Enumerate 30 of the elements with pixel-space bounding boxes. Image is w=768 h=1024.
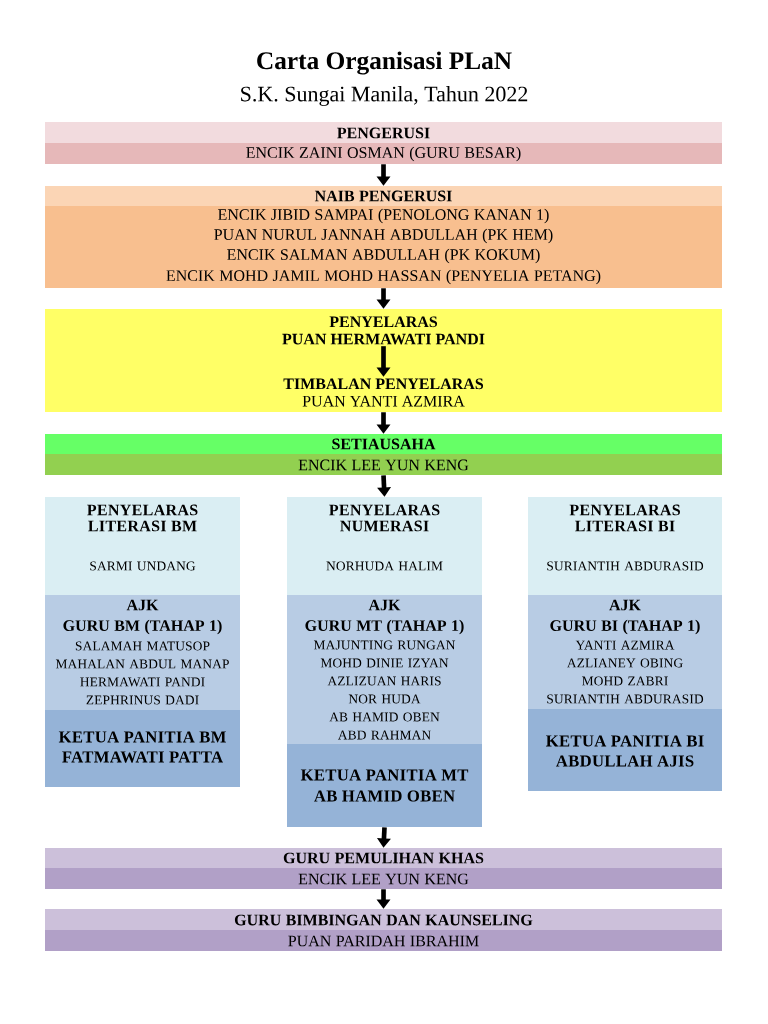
role-text: TIMBALAN PENYELARAS PUAN YANTI AZMIRA (283, 378, 484, 407)
node-label: NORHUDA HALIM (326, 561, 443, 571)
node-label: SARMI UNDANG (90, 561, 196, 571)
highlight-box (45, 309, 722, 412)
committee-column: PENYELARAS NUMERASI NORHUDA HALIM AJK GURU MT (TAHAP 1) MAJUNTING RUNGAN MOHD DINIE IZYAN AZLIZUAN HARIS NOR HUDA AB HAMID OBEN ABD RAHMAN KETUA PANITIA MT AB HAMID OBEN (287, 497, 482, 827)
role-box: GURU BIMBINGAN DAN KAUNSELING PUAN PARIDAH IBRAHIM (45, 909, 722, 951)
node-label: ABDULLAH AJIS (555, 755, 694, 767)
node-label: KETUA PANITIA BI (546, 735, 704, 747)
role-text: PENYELARAS PUAN HERMAWATI PANDI (282, 316, 485, 345)
node-label: PENYELARAS LITERASI BI (569, 504, 680, 532)
node-label: GURU PEMULIHAN KHAS (283, 852, 484, 864)
node-label: FATMAWATI PATTA (62, 751, 223, 763)
node-label: SURIANTIH ABDURASID (547, 561, 704, 571)
node-label: SETIAUSAHA (332, 438, 436, 450)
node-label: PENYELARAS NUMERASI (329, 504, 440, 532)
role-box: GURU PEMULIHAN KHAS ENCIK LEE YUN KENG (45, 848, 722, 889)
chart-title: Carta Organisasi PLaN (257, 51, 512, 75)
subtitle: S.K. Sungai Manila, Tahun 2022 (241, 86, 528, 106)
node-label: PENYELARAS LITERASI BM (87, 504, 198, 532)
role-box: NAIB PENGERUSI ENCIK JIBID SAMPAI (PENOLONG KANAN 1) PUAN NURUL JANNAH ABDULLAH (PK HEM) ENCIK SALMAN ABDULLAH (PK KOKUM) ENCIK MOHD JAMIL MOHD HASSAN (PENYELIA PETANG) (45, 186, 722, 288)
node-label: PUAN PARIDAH IBRAHIM (288, 935, 479, 947)
node-label: KETUA PANITIA MT (300, 769, 469, 781)
node-label: AB HAMID OBEN (314, 790, 455, 802)
node-label: PENGERUSI (337, 127, 430, 139)
node-label: NAIB PENGERUSI (314, 190, 452, 202)
role-box: PENGERUSI ENCIK ZAINI OSMAN (GURU BESAR) (45, 122, 722, 164)
committee-column: PENYELARAS LITERASI BI SURIANTIH ABDURASID AJK GURU BI (TAHAP 1) YANTI AZMIRA AZLIANEY OBING MOHD ZABRI SURIANTIH ABDURASID KETUA PANITIA BI ABDULLAH AJIS (528, 497, 722, 791)
committee-column: PENYELARAS LITERASI BM SARMI UNDANG AJK GURU BM (TAHAP 1) SALAMAH MATUSOP MAHALAN ABDUL MANAP HERMAWATI PANDI ZEPHRINUS DADI KETUA PANITIA BM FATMAWATI PATTA (45, 497, 240, 787)
node-label: KETUA PANITIA BM (58, 731, 226, 743)
role-box: SETIAUSAHA ENCIK LEE YUN KENG (45, 434, 722, 475)
